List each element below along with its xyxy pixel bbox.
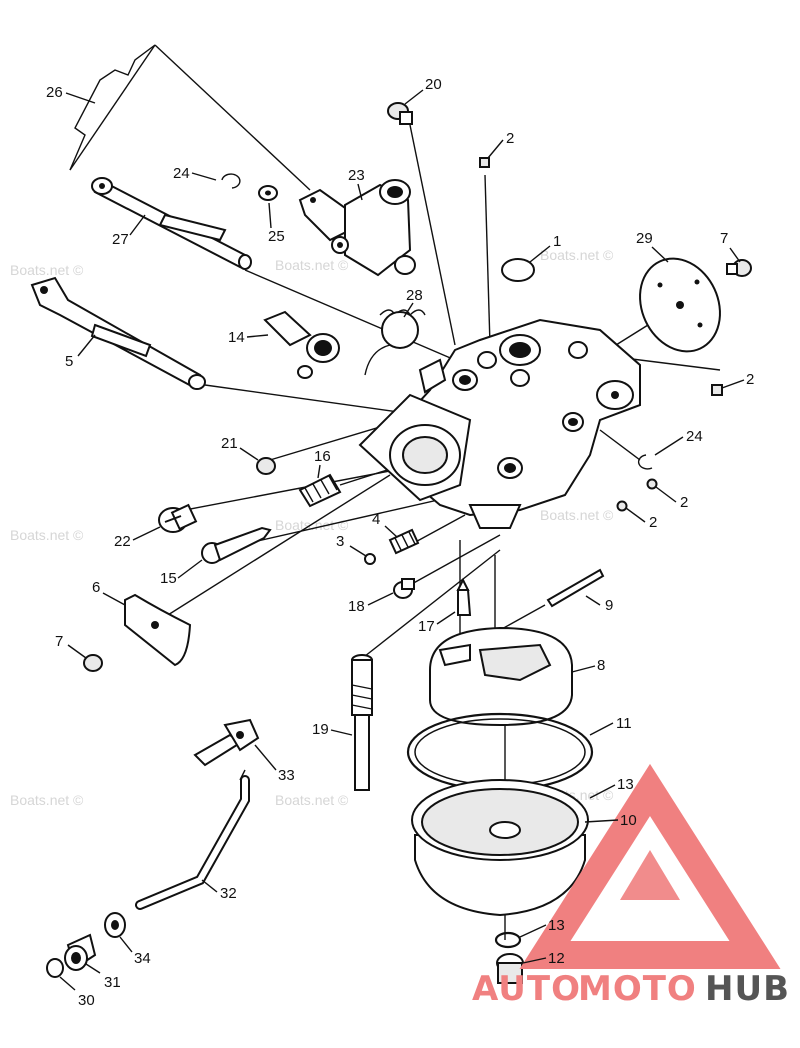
torsion-spring [364,309,426,376]
callout-26: 26 [46,84,63,101]
diaphragm-plate [639,257,721,353]
callout-22: 22 [114,533,131,550]
screw-top [387,102,413,125]
callout-7-right: 7 [720,230,728,247]
watermark-text: Boats.net © [540,507,614,523]
callout-21: 21 [221,435,238,452]
e-clip-top [221,173,241,189]
callout-30: 30 [78,992,95,1009]
watermark-text: Boats.net © [10,527,84,543]
callout-34: 34 [134,950,151,967]
callout-29: 29 [636,230,653,247]
callout-33: 33 [278,767,295,784]
carburetor-body [358,318,641,529]
choke-lever [193,718,260,767]
callout-10: 10 [620,812,637,829]
callout-11: 11 [616,715,632,732]
callout-32: 32 [220,885,237,902]
washer [258,185,278,201]
plug-top [479,157,490,168]
brand-text-hub: HUB [705,969,790,1009]
watermark-text: Boats.net © [10,262,84,278]
callout-13-top: 13 [617,776,634,793]
callout-18: 18 [348,598,365,615]
throttle-lever-assembly [298,179,416,277]
callout-24-right: 24 [686,428,703,445]
watermark-text: Boats.net © [275,517,349,533]
plug-right-lower-a [646,478,658,490]
callout-2-top: 2 [506,130,514,147]
bushing [64,933,97,971]
callout-15: 15 [160,570,177,587]
grommet [104,912,126,938]
screw-18 [393,578,415,599]
callout-24-top: 24 [173,165,190,182]
plug-right [711,384,723,396]
welch-plug [501,258,535,282]
float-pin [546,568,605,608]
callout-7-left: 7 [55,633,63,650]
callout-3: 3 [336,533,344,550]
callout-6: 6 [92,579,100,596]
choke-rod [135,775,250,910]
callout-13-bottom: 13 [548,917,565,934]
watermark-text: Boats.net © [275,257,349,273]
plug-right-lower-b [616,500,628,512]
callout-12: 12 [548,950,565,967]
brand-logo: AUTO MOTO HUB [472,763,790,1009]
drain-seal [494,931,522,949]
callout-27: 27 [112,231,129,248]
watermark-text: Boats.net © [275,792,349,808]
float [429,626,573,727]
callout-2-bottom: 2 [649,514,657,531]
idle-screw [158,503,198,533]
callout-2-right: 2 [746,371,754,388]
callout-9: 9 [605,597,613,614]
callout-16: 16 [314,448,331,465]
choke-plate [124,593,192,667]
callout-31: 31 [104,974,121,991]
compression-spring-4 [388,528,420,555]
ball [364,553,376,565]
set-screw [256,457,276,475]
inlet-needle [456,577,472,616]
compression-spring-16 [298,473,342,508]
callout-5: 5 [65,353,73,370]
choke-valve [263,310,340,379]
callout-20: 20 [425,76,442,93]
callout-1: 1 [553,233,561,250]
callout-19: 19 [312,721,329,738]
main-nozzle [351,654,373,791]
throttle-link-wire [69,44,156,171]
watermark-text: Boats.net © [10,792,84,808]
mixture-needle [201,526,272,564]
callout-labels: 1 2 2 2 2 3 4 5 6 7 7 8 9 10 11 12 13 13 [46,76,754,1009]
callout-8: 8 [597,657,605,674]
callout-23: 23 [348,167,365,184]
watermark-text: Boats.net © [540,247,614,263]
callout-28: 28 [406,287,423,304]
callout-2-right-lower: 2 [680,494,688,511]
callout-25: 25 [268,228,285,245]
callout-17: 17 [418,618,435,635]
washer-30 [46,958,64,978]
brand-text-moto: MOTO [578,969,697,1009]
screw-left [83,654,103,672]
throttle-shaft [91,177,252,270]
float-bowl [411,779,589,917]
choke-shaft [30,276,206,390]
e-clip-right [637,454,653,470]
screw-right [726,259,752,277]
brand-text-auto: AUTO [472,969,581,1009]
callout-14: 14 [228,329,245,346]
callout-4: 4 [372,511,380,528]
